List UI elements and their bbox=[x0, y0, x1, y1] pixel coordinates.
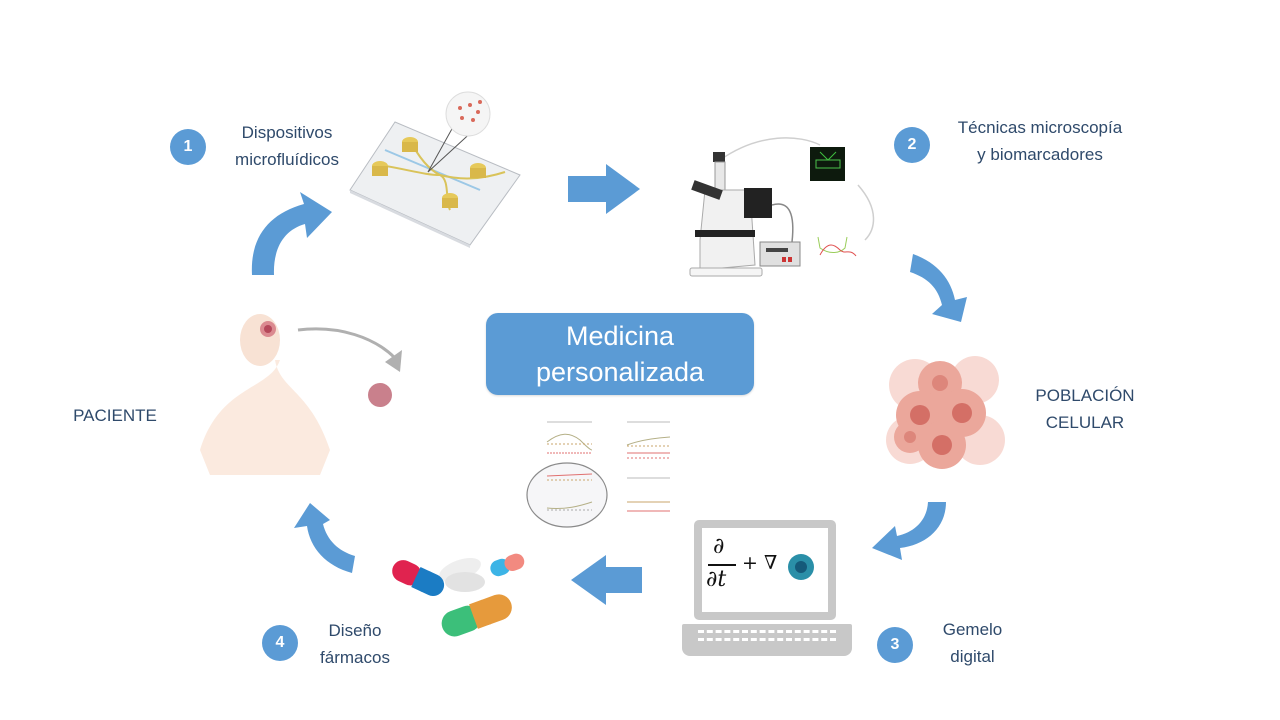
equation-operators: + ∇ bbox=[742, 552, 778, 574]
step-4-label-line2: fármacos bbox=[320, 648, 390, 667]
equation-fraction-bar bbox=[708, 564, 736, 566]
step-4-badge: 4 bbox=[262, 625, 298, 661]
step-2-label-line2: y biomarcadores bbox=[977, 145, 1103, 164]
personalized-medicine-box: Medicina personalizada bbox=[486, 313, 754, 395]
microfluidic-chip-illustration bbox=[349, 91, 521, 248]
mini-chart-4 bbox=[627, 477, 670, 512]
cell-population-illustration bbox=[886, 356, 1005, 469]
center-title-line1: Medicina bbox=[565, 321, 675, 351]
cell-icon bbox=[788, 554, 814, 580]
mini-chart-1 bbox=[546, 421, 593, 454]
laptop-base bbox=[682, 624, 852, 656]
microscope-illustration bbox=[689, 137, 875, 277]
step-2-label-line1: Técnicas microscopía bbox=[957, 118, 1123, 137]
center-title-line2: personalizada bbox=[535, 357, 705, 387]
simulation-charts-illustration bbox=[526, 421, 671, 528]
mini-chart-2 bbox=[626, 421, 671, 459]
step-1-label-line2: microfluídicos bbox=[235, 150, 339, 169]
step-4-label: Diseño fármacos bbox=[305, 617, 405, 671]
step-3-label-line1: Gemelo bbox=[942, 620, 1003, 639]
step-1-badge: 1 bbox=[170, 129, 206, 165]
step-3-badge: 3 bbox=[877, 627, 913, 663]
cell-population-line1: POBLACIÓN bbox=[1035, 386, 1135, 405]
highlight-ellipse bbox=[526, 462, 608, 528]
step-1-label: Dispositivos microfluídicos bbox=[212, 119, 362, 173]
step-2-label: Técnicas microscopía y biomarcadores bbox=[935, 114, 1145, 168]
step-3-label-line2: digital bbox=[950, 647, 995, 666]
step-4-label-line1: Diseño bbox=[328, 621, 382, 640]
equation: ∂ ∂t + ∇ bbox=[704, 534, 794, 604]
drugs-illustration bbox=[392, 553, 525, 637]
step-3-label: Gemelo digital bbox=[925, 616, 1020, 670]
patient-label: PACIENTE bbox=[73, 406, 157, 425]
mini-chart-3 bbox=[546, 473, 593, 511]
step-1-label-line1: Dispositivos bbox=[241, 123, 333, 142]
cell-population-line2: CELULAR bbox=[1045, 413, 1125, 432]
patient-illustration bbox=[200, 314, 402, 475]
equation-denominator: ∂t bbox=[706, 567, 727, 592]
cell-population-label: POBLACIÓN CELULAR bbox=[1030, 382, 1140, 436]
step-2-badge: 2 bbox=[894, 127, 930, 163]
laptop-illustration: ∂ ∂t + ∇ bbox=[682, 520, 852, 660]
equation-numerator: ∂ bbox=[713, 534, 725, 559]
